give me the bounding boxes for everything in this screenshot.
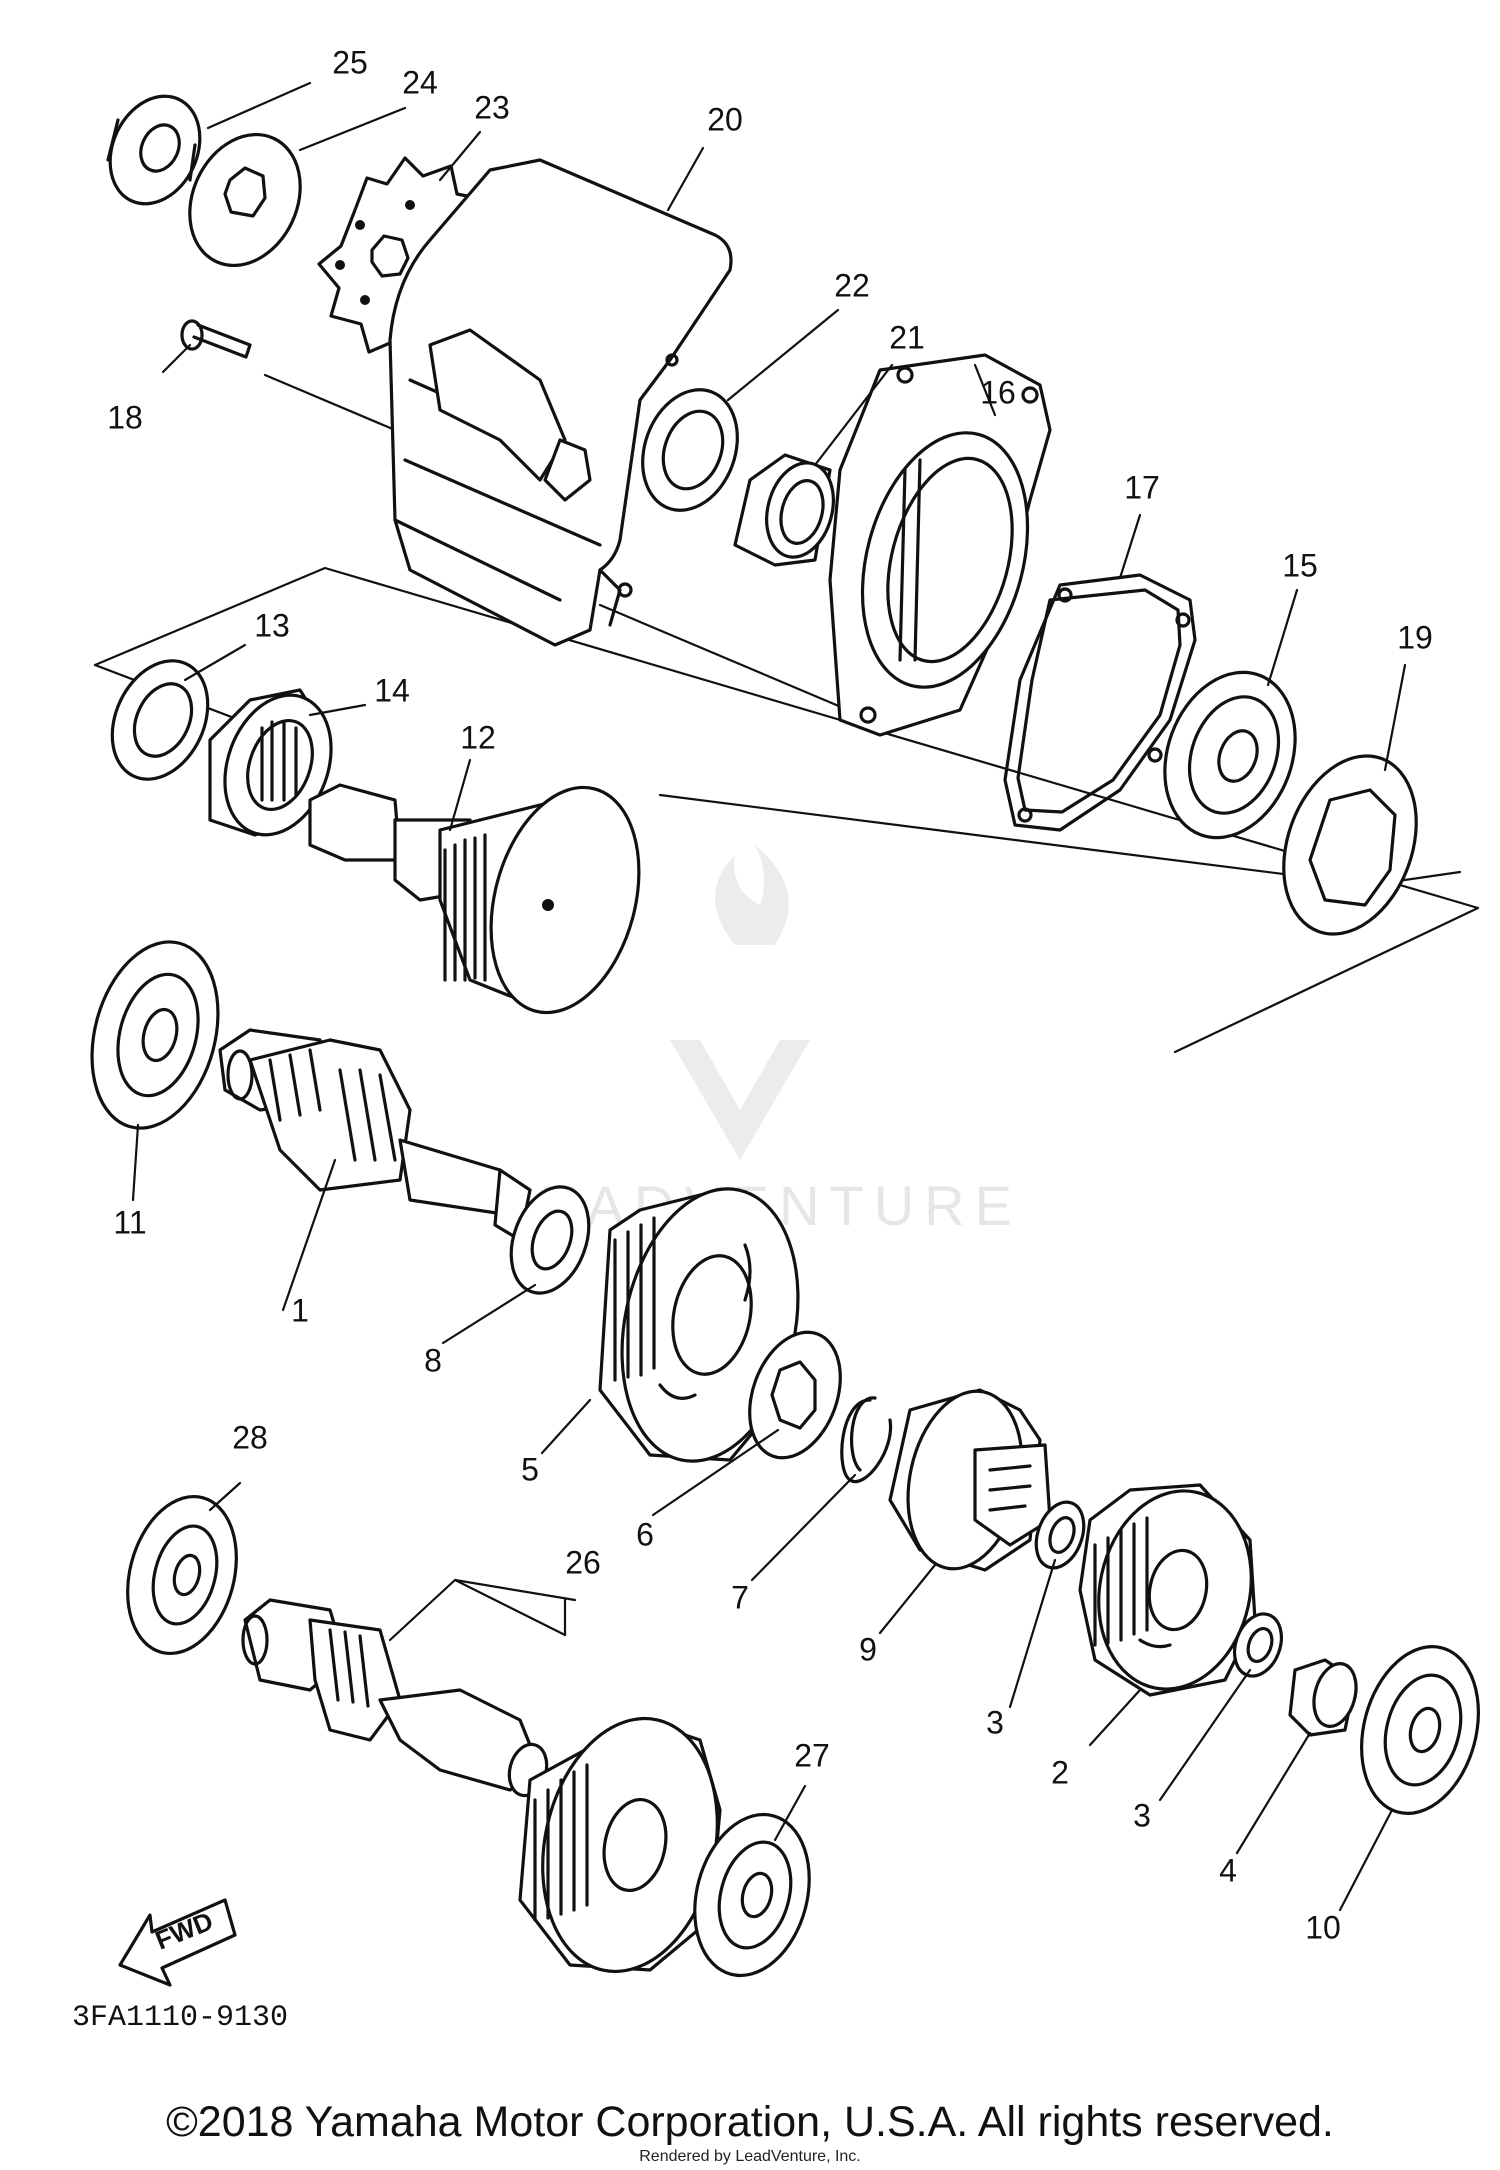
part-18-bolt — [180, 319, 252, 359]
part-8-washer — [509, 1185, 591, 1295]
callout-4: 4 — [1219, 1852, 1237, 1888]
part-14-needle-bearing — [208, 688, 333, 837]
part-26-drive-shaft — [241, 1598, 722, 1974]
callout-8: 8 — [424, 1342, 442, 1378]
part-11-bearing — [90, 940, 220, 1130]
callout-27: 27 — [794, 1737, 830, 1773]
part-15-bearing — [1163, 670, 1297, 840]
part-21-collar — [733, 453, 835, 567]
part-25-nut — [106, 94, 202, 206]
part-6-toothed-washer — [748, 1330, 842, 1460]
part-3-washer-a — [1034, 1500, 1086, 1570]
callout-22: 22 — [834, 267, 870, 303]
callout-3b: 3 — [1133, 1797, 1151, 1833]
callout-25: 25 — [332, 44, 368, 80]
callout-18: 18 — [107, 399, 143, 435]
callout-11: 11 — [113, 1204, 146, 1240]
callout-12: 12 — [460, 719, 496, 755]
part-27-bearing — [693, 1812, 811, 1978]
rendered-by-notice: Rendered by LeadVenture, Inc. — [639, 2148, 861, 2165]
callout-labels: 1 2 3 3 4 5 6 7 8 9 10 11 12 13 14 15 16… — [107, 44, 1433, 1945]
callout-13: 13 — [254, 607, 290, 643]
part-17-gasket — [1003, 573, 1197, 832]
drawing-code: 3FA1110-9130 — [72, 2001, 288, 2035]
callout-10: 10 — [1305, 1909, 1341, 1945]
part-10-bearing — [1360, 1645, 1480, 1815]
callout-20: 20 — [707, 101, 743, 137]
part-16-bearing-housing — [828, 353, 1052, 737]
callout-16: 16 — [980, 374, 1016, 410]
callout-6: 6 — [636, 1516, 654, 1552]
callout-1: 1 — [291, 1292, 309, 1328]
leader-lines — [131, 81, 1407, 1912]
callout-23: 23 — [474, 89, 510, 125]
part-22-oil-seal — [641, 388, 739, 512]
part-2-gear — [1078, 1483, 1257, 1697]
part-7-circlip — [840, 1396, 893, 1484]
callout-15: 15 — [1282, 547, 1318, 583]
copyright-notice: ©2018 Yamaha Motor Corporation, U.S.A. A… — [166, 2098, 1334, 2146]
part-13-washer — [110, 659, 210, 781]
callout-5: 5 — [521, 1451, 539, 1487]
callout-7: 7 — [731, 1579, 749, 1615]
callout-19: 19 — [1397, 619, 1433, 655]
callout-21: 21 — [889, 319, 925, 355]
part-28-bearing — [126, 1494, 238, 1656]
callout-14: 14 — [374, 672, 410, 708]
part-24-lock-washer — [188, 132, 302, 268]
part-12-gear-shaft — [308, 783, 641, 1015]
callout-26: 26 — [565, 1544, 601, 1580]
callout-9: 9 — [859, 1631, 877, 1667]
callout-28: 28 — [232, 1419, 268, 1455]
part-19-bearing-retainer — [1282, 754, 1418, 936]
callout-3a: 3 — [986, 1704, 1004, 1740]
callout-2: 2 — [1051, 1754, 1069, 1790]
callout-17: 17 — [1124, 469, 1160, 505]
part-1-main-shaft — [218, 1028, 532, 1242]
part-20-housing-cover — [388, 158, 733, 647]
fwd-arrow-icon: FWD — [118, 1898, 237, 1987]
part-4-collar — [1288, 1658, 1358, 1737]
part-9-dog-clutch — [888, 1388, 1052, 1572]
callout-24: 24 — [402, 64, 438, 100]
